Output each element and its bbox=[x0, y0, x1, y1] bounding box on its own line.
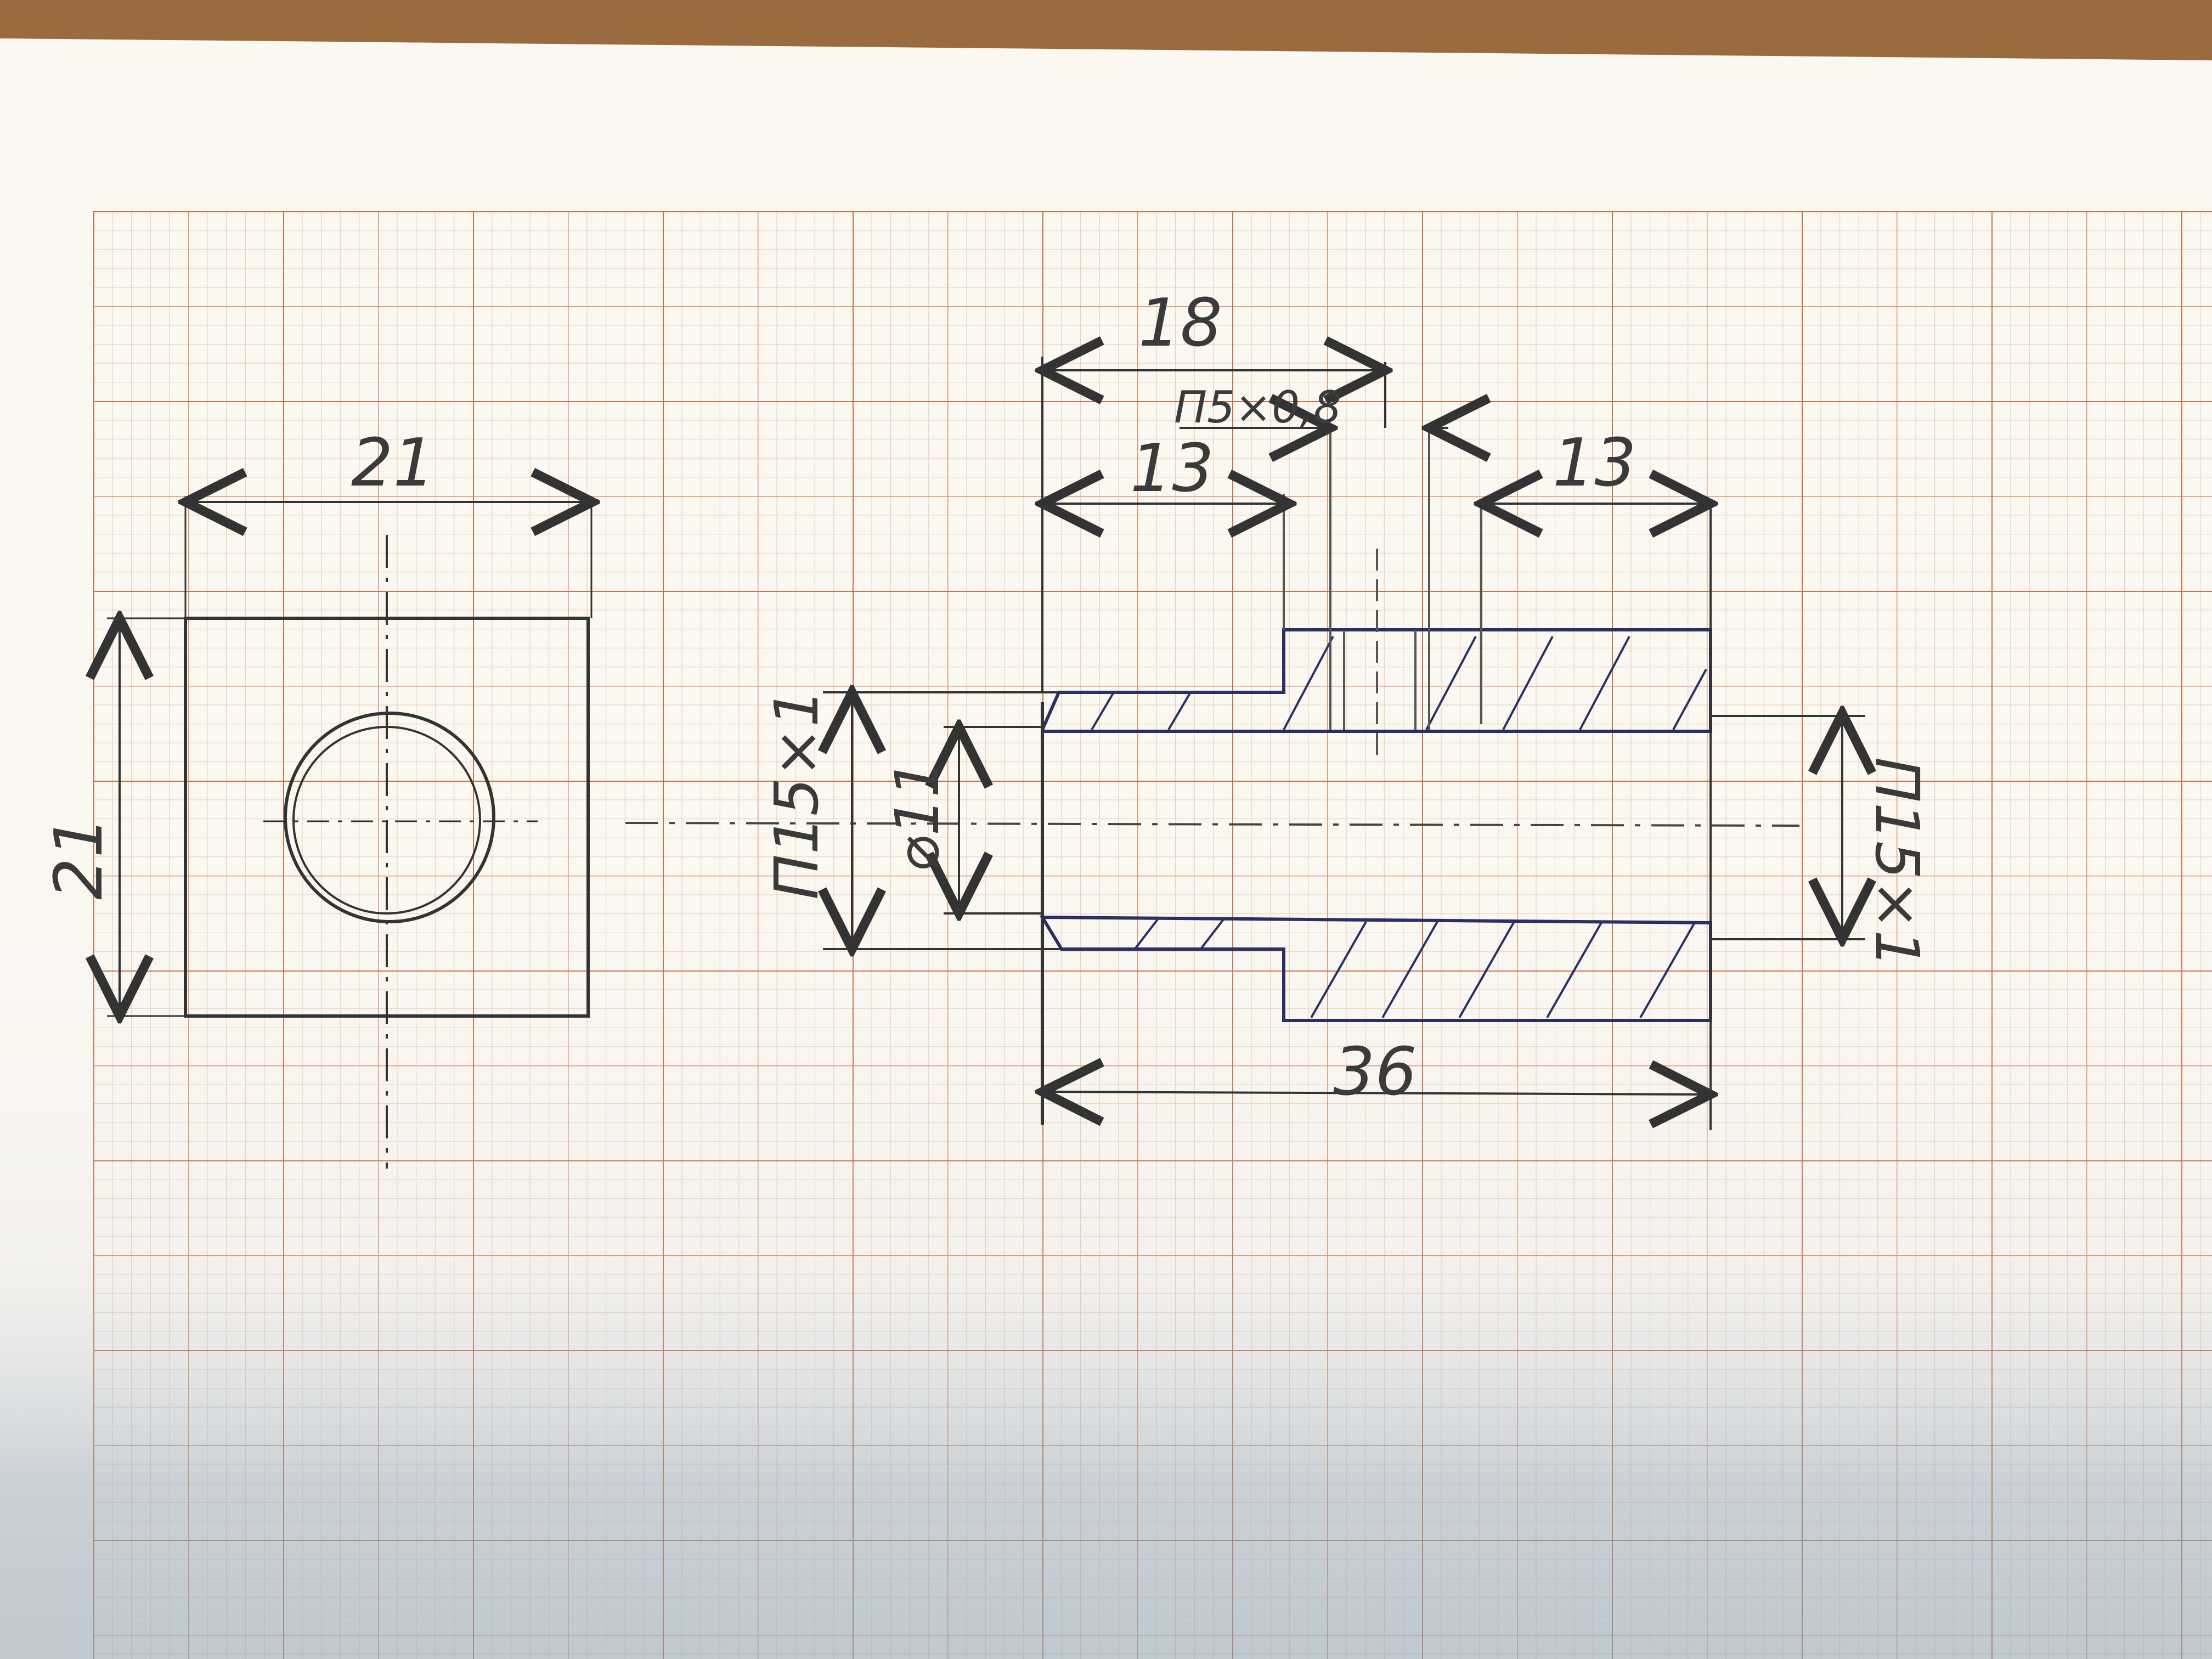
dim-13-left-label: 13 bbox=[1130, 431, 1214, 507]
front-width-label: 21 bbox=[351, 425, 435, 501]
dim-18-label: 18 bbox=[1138, 285, 1222, 362]
section-upper-wall bbox=[1041, 628, 1712, 733]
dim-13-right-label: 13 bbox=[1553, 425, 1637, 501]
hatch-lower bbox=[1135, 918, 1696, 1018]
dim-bore-label: ⌀11 bbox=[882, 759, 952, 872]
front-height-label: 21 bbox=[41, 816, 117, 900]
hatch-upper bbox=[1091, 636, 1707, 731]
dim-36-label: 36 bbox=[1333, 1034, 1417, 1110]
section-dimensions bbox=[823, 357, 1865, 1094]
dim-thread-top-label: П5×0,8 bbox=[1174, 382, 1341, 433]
front-view bbox=[107, 496, 592, 1169]
front-view-bore-outer bbox=[284, 712, 495, 923]
desk-surface bbox=[0, 0, 2212, 49]
dim-right-thread-label: П15×1 bbox=[1862, 757, 1932, 968]
dim-36-line bbox=[1042, 1092, 1711, 1094]
dim-left-thread-label: П15×1 bbox=[761, 689, 832, 900]
